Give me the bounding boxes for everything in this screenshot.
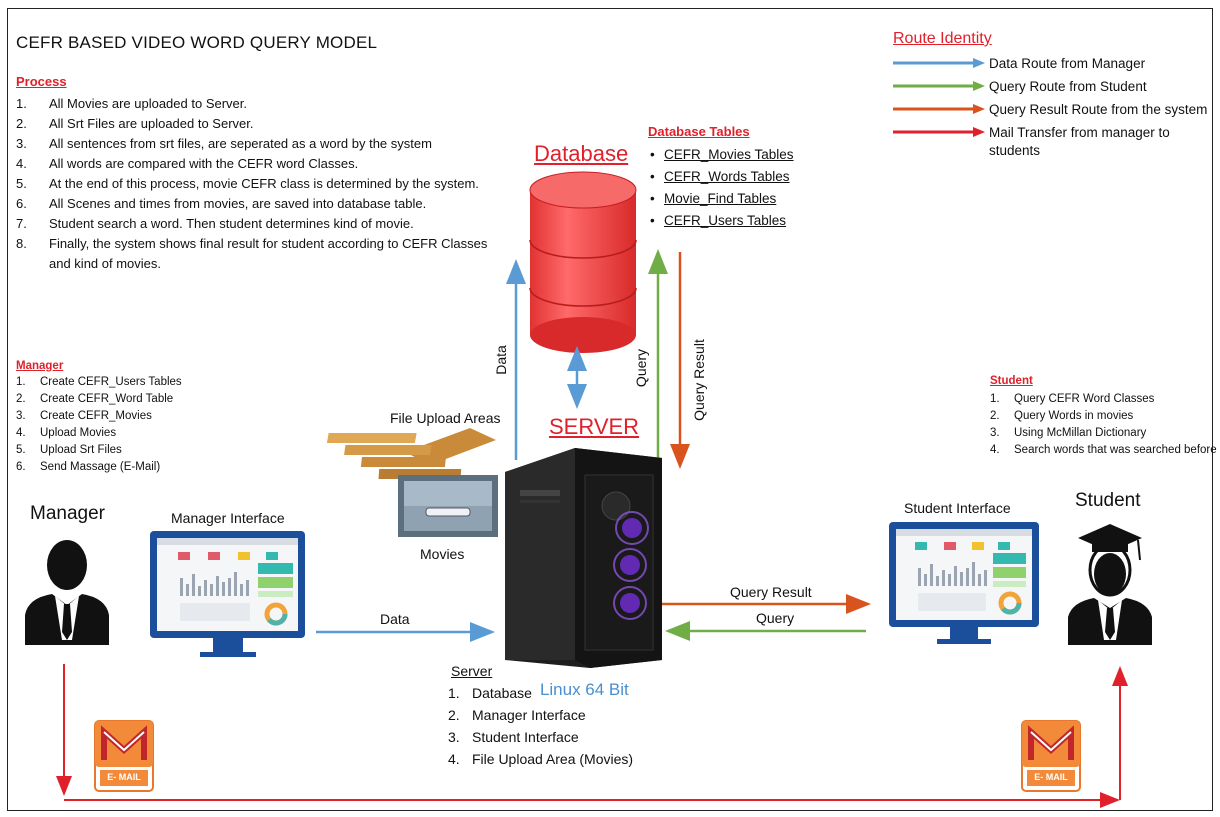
student-task: 3.Using McMillan Dictionary <box>990 427 1147 439</box>
student-task: 2.Query Words in movies <box>990 410 1134 422</box>
email-label: E- MAIL <box>1034 772 1068 782</box>
manager-monitor-icon <box>150 531 305 657</box>
database-title: Database <box>534 141 629 166</box>
red-arrow-icon <box>893 127 985 137</box>
file-cabinet-icon <box>326 428 498 537</box>
student-monitor-icon <box>889 522 1039 644</box>
process-item: 1.All Movies are uploaded to Server. <box>16 96 247 111</box>
green-arrow-icon <box>893 81 985 91</box>
database-table-item: •CEFR_Users Tables <box>650 213 787 228</box>
database-table-item: •Movie_Find Tables <box>650 191 777 206</box>
route-query-result: Query Result Route from the system <box>893 101 1207 119</box>
database-tables-heading: Database Tables <box>648 124 750 139</box>
data-vertical-label: Data <box>492 345 509 375</box>
process-item: 3.All sentences from srt files, are sepe… <box>16 136 432 151</box>
process-item: 2.All Srt Files are uploaded to Server. <box>16 116 254 131</box>
email-icon <box>1021 720 1081 792</box>
query-horizontal-label: Query <box>756 610 795 626</box>
database-tables-list: •CEFR_Movies Tables •CEFR_Words Tables •… <box>650 144 794 232</box>
route-query: Query Route from Student <box>893 78 1147 96</box>
server-component: 3.Student Interface <box>448 729 579 745</box>
manager-task: 5.Upload Srt Files <box>16 444 122 456</box>
student-task: 4.Search words that was searched before <box>990 444 1217 456</box>
data-horizontal-label: Data <box>380 611 410 627</box>
manager-task: 6.Send Massage (E-Mail) <box>16 461 161 473</box>
student-person-icon <box>1068 524 1152 645</box>
manager-person-icon <box>25 540 109 645</box>
student-heading: Student <box>990 375 1033 387</box>
route-data: Data Route from Manager <box>893 55 1145 73</box>
query-result-horizontal-label: Query Result <box>730 584 812 600</box>
process-item: 6.All Scenes and times from movies, are … <box>16 196 427 211</box>
server-heading: Server <box>451 663 493 679</box>
manager-task: 2.Create CEFR_Word Table <box>16 393 174 405</box>
server-title: SERVER <box>549 414 640 439</box>
student-label: Student <box>1075 490 1141 511</box>
manager-task-list: 1.Create CEFR_Users Tables 2.Create CEFR… <box>16 374 182 476</box>
student-task-list: 1.Query CEFR Word Classes 2.Query Words … <box>990 391 1217 459</box>
process-item: 8.Finally, the system shows final result… <box>16 236 488 271</box>
manager-label: Manager <box>30 503 105 524</box>
process-item: 7.Student search a word. Then student de… <box>16 216 414 231</box>
process-item: 4.All words are compared with the CEFR w… <box>16 156 359 171</box>
os-label: Linux 64 Bit <box>539 680 629 699</box>
query-result-vertical-label: Query Result <box>690 339 707 421</box>
diagram-frame <box>7 8 1213 811</box>
student-task: 1.Query CEFR Word Classes <box>990 393 1155 405</box>
manager-task: 3.Create CEFR_Movies <box>16 410 152 422</box>
student-interface-label: Student Interface <box>904 500 1011 516</box>
blue-arrow-icon <box>893 58 985 68</box>
route-identity-heading: Route Identity <box>893 30 992 47</box>
process-heading: Process <box>16 74 67 89</box>
process-item: 5.At the end of this process, movie CEFR… <box>16 176 479 191</box>
manager-task: 1.Create CEFR_Users Tables <box>16 376 182 388</box>
route-mail: Mail Transfer from manager to students <box>893 124 1189 160</box>
diagram-title: CEFR BASED VIDEO WORD QUERY MODEL <box>16 33 378 52</box>
database-cylinder-icon <box>529 171 637 353</box>
file-upload-label: File Upload Areas <box>390 410 501 426</box>
process-list: 1.All Movies are uploaded to Server. 2.A… <box>16 94 516 274</box>
server-component: 2.Manager Interface <box>448 707 586 723</box>
server-component: 4.File Upload Area (Movies) <box>448 751 634 767</box>
manager-task: 4.Upload Movies <box>16 427 117 439</box>
movies-label: Movies <box>420 546 465 562</box>
email-icon <box>94 720 154 792</box>
database-table-item: •CEFR_Words Tables <box>650 169 790 184</box>
manager-interface-label: Manager Interface <box>171 510 285 526</box>
query-vertical-label: Query <box>633 348 650 388</box>
email-label: E- MAIL <box>107 772 141 782</box>
orange-arrow-icon <box>893 104 985 114</box>
mail-route <box>56 664 1128 808</box>
manager-heading: Manager <box>16 360 64 372</box>
database-table-item: •CEFR_Movies Tables <box>650 147 794 162</box>
server-tower-icon <box>505 448 662 668</box>
